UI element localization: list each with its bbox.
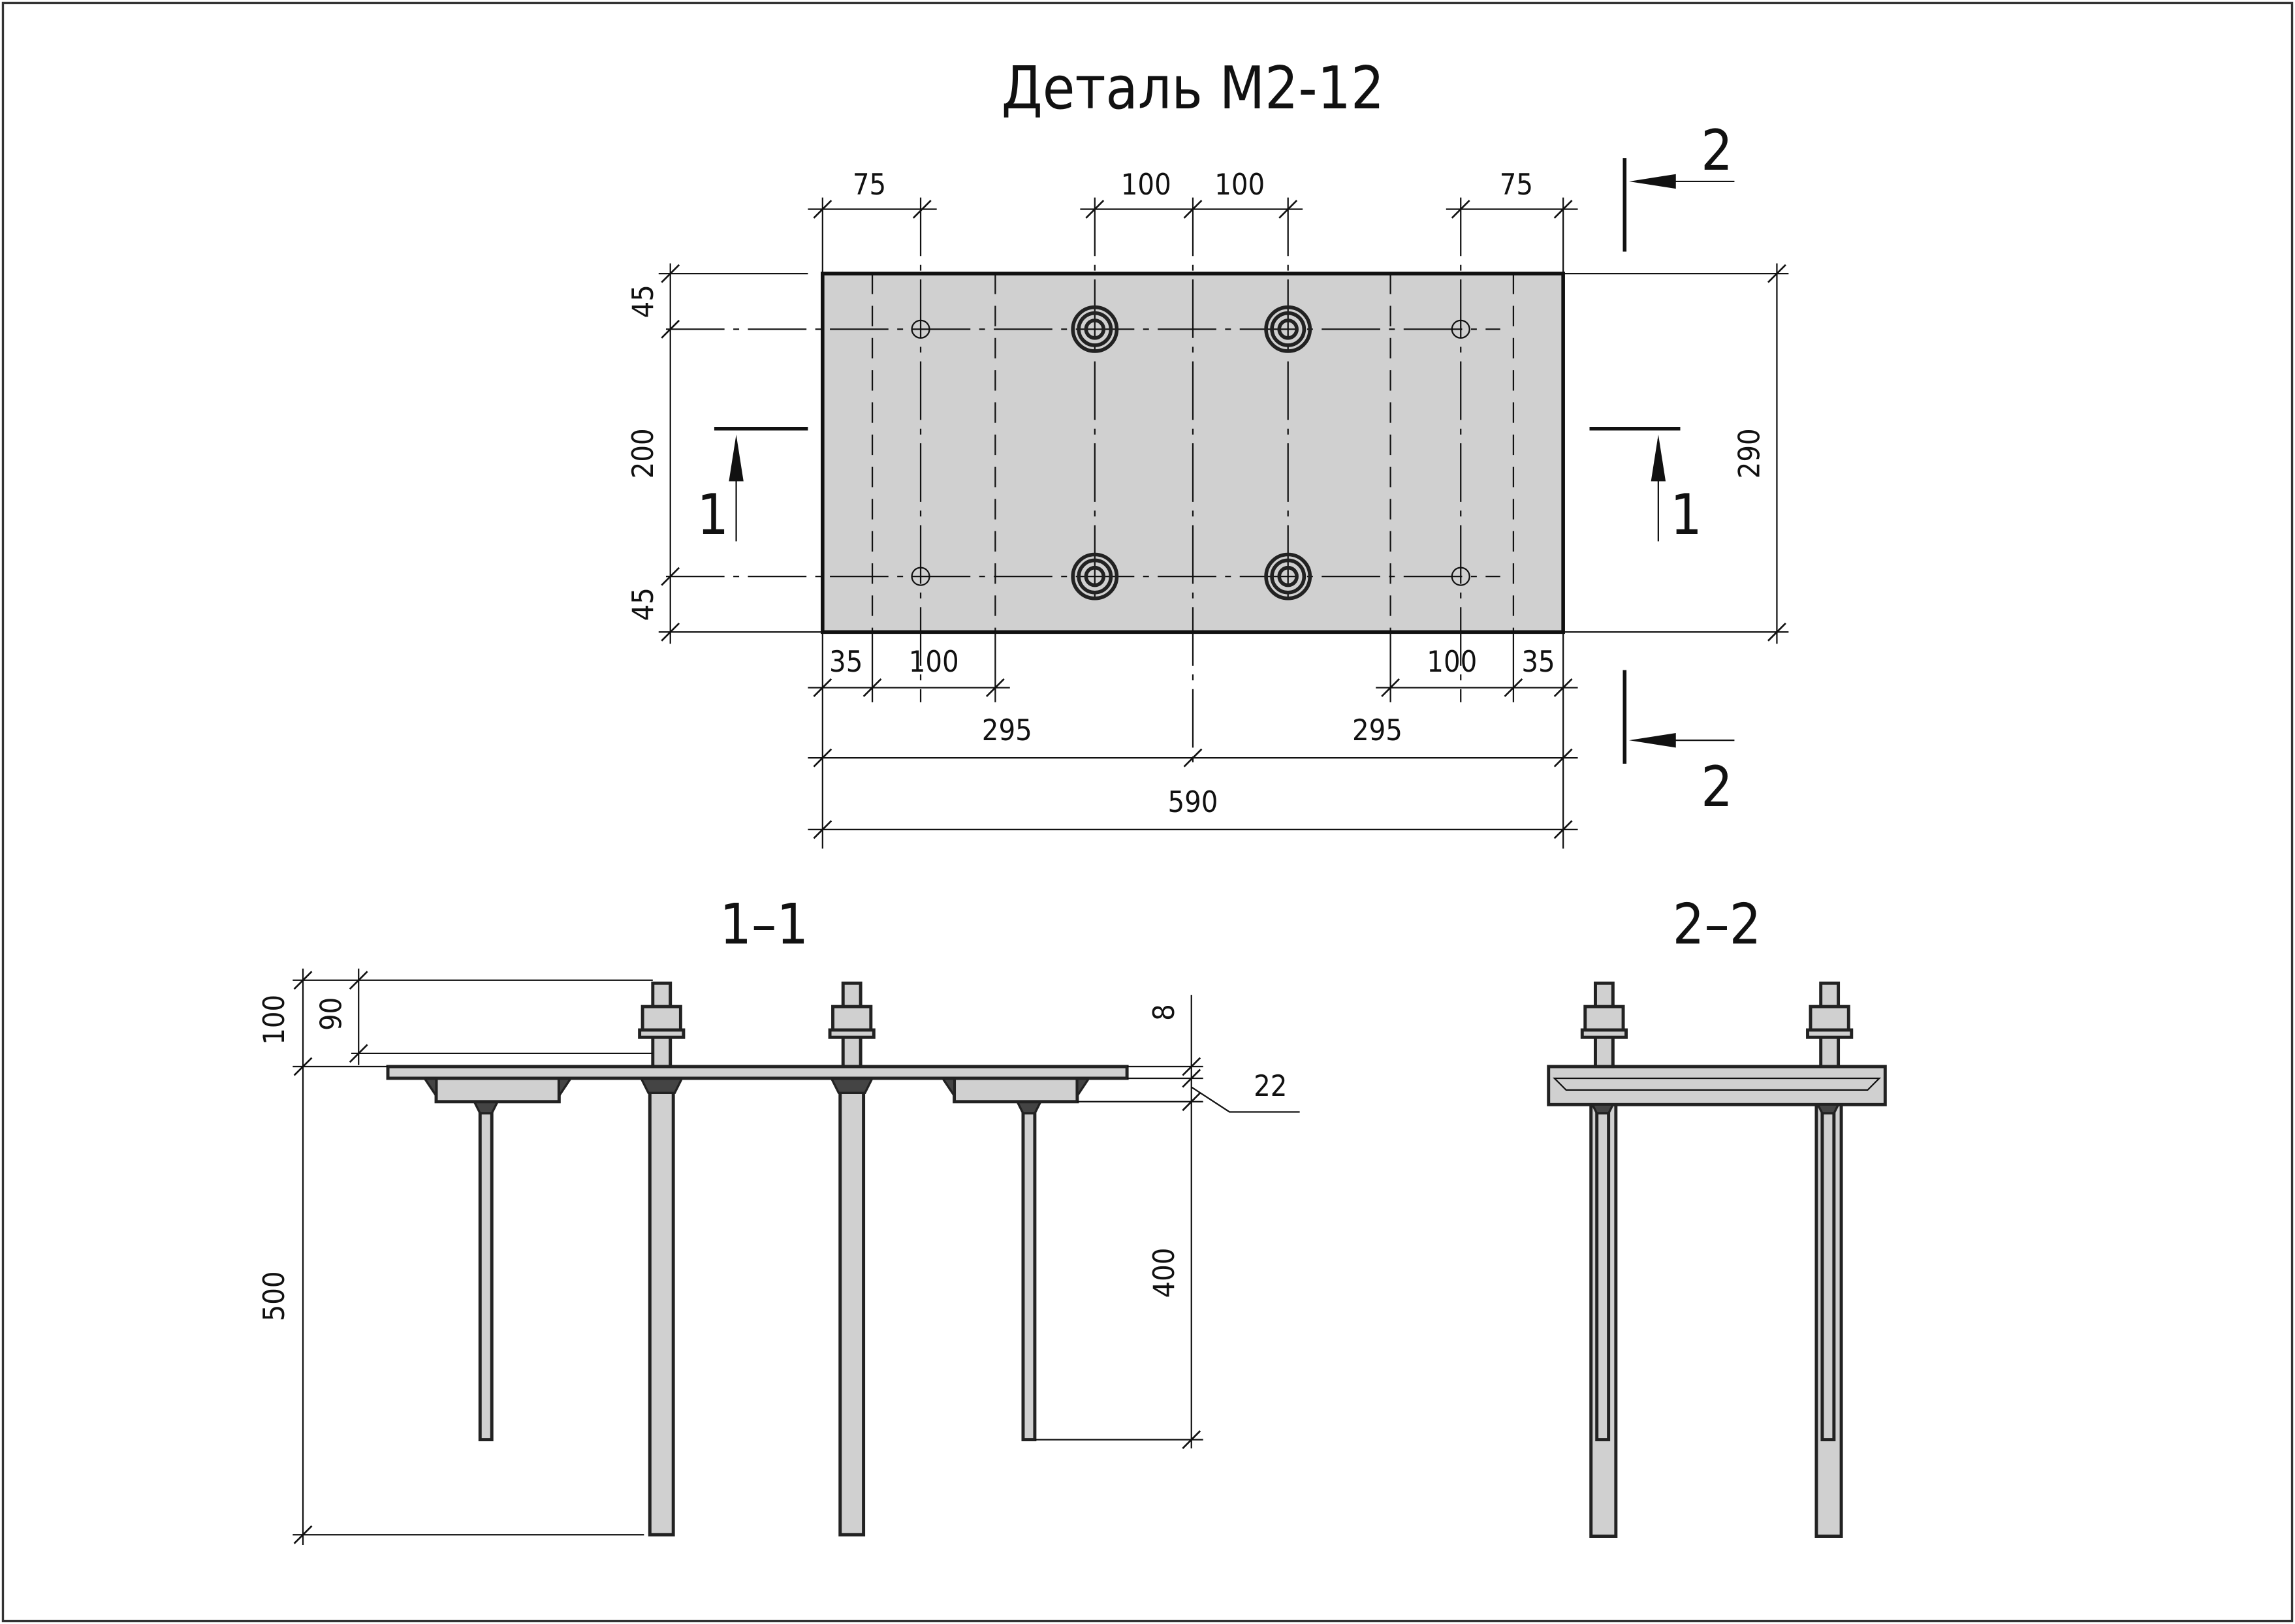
section-2-2: 2–2 — [1547, 893, 1887, 1538]
section-2-2-title: 2–2 — [1673, 893, 1762, 958]
dimension-lines — [658, 197, 1789, 849]
svg-text:290: 290 — [1732, 428, 1767, 478]
svg-text:1: 1 — [697, 483, 729, 548]
plan-dimension-labels: 75 100 100 75 45 200 45 290 35 100 100 3… — [625, 167, 1767, 819]
svg-text:75: 75 — [853, 167, 886, 202]
drawing-title: Деталь М2-12 — [1002, 55, 1384, 123]
hidden-lines — [871, 273, 1515, 632]
svg-text:295: 295 — [1352, 713, 1402, 747]
svg-text:295: 295 — [982, 713, 1032, 747]
svg-text:500: 500 — [257, 1271, 291, 1321]
svg-text:2: 2 — [1701, 755, 1733, 820]
svg-text:35: 35 — [829, 644, 863, 679]
svg-text:200: 200 — [625, 428, 660, 478]
svg-text:1: 1 — [1670, 483, 1702, 548]
bolts-2-2 — [1580, 981, 1854, 1069]
svg-text:590: 590 — [1168, 785, 1218, 819]
section-markers: 1 1 2 2 — [697, 119, 1735, 820]
section-1-1-title: 1–1 — [720, 893, 808, 958]
svg-text:8: 8 — [1147, 1004, 1181, 1021]
svg-text:90: 90 — [313, 997, 348, 1031]
center-lines — [665, 197, 1500, 768]
svg-text:2: 2 — [1701, 119, 1733, 183]
section-1-1: 1–1 100 90 500 — [257, 893, 1300, 1545]
svg-text:100: 100 — [909, 644, 959, 679]
plan-view: 75 100 100 75 45 200 45 290 35 100 100 3… — [625, 119, 1789, 849]
svg-text:100: 100 — [1427, 644, 1477, 679]
svg-text:35: 35 — [1521, 644, 1555, 679]
svg-text:100: 100 — [1121, 167, 1171, 202]
svg-text:22: 22 — [1254, 1069, 1287, 1103]
anchor-holes — [911, 319, 1470, 586]
svg-text:100: 100 — [1214, 167, 1265, 202]
svg-text:75: 75 — [1500, 167, 1533, 202]
svg-text:100: 100 — [257, 995, 291, 1045]
bolt-nuts — [1071, 305, 1312, 601]
svg-text:400: 400 — [1147, 1248, 1181, 1298]
svg-text:45: 45 — [625, 587, 660, 621]
svg-text:45: 45 — [625, 285, 660, 318]
